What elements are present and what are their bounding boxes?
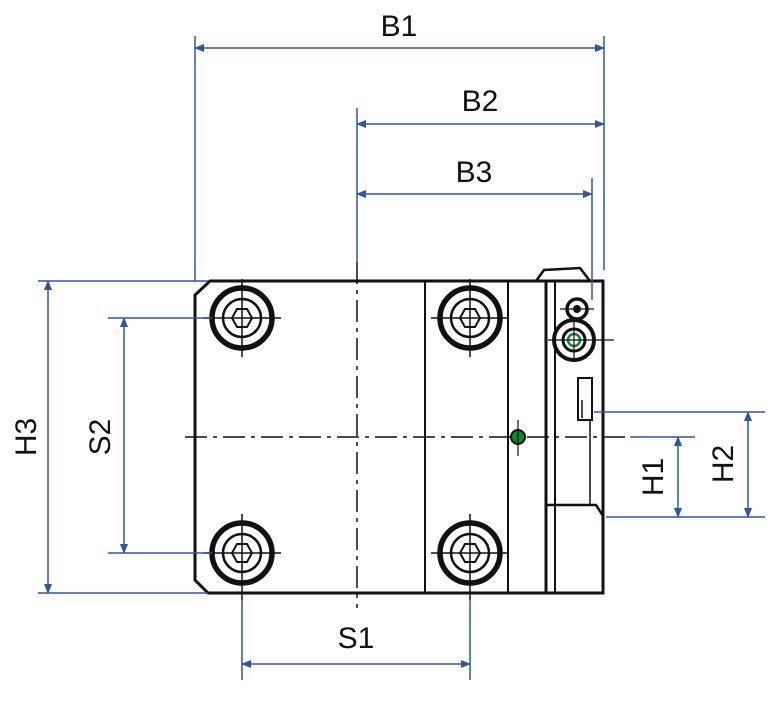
small-fitting-lower — [548, 318, 614, 362]
label-s2: S2 — [84, 419, 117, 456]
label-s1: S1 — [338, 622, 375, 655]
dimension-lines — [38, 36, 765, 680]
center-marker — [510, 420, 526, 456]
label-h2: H2 — [707, 445, 740, 483]
part-body — [193, 266, 605, 595]
bolt-hole-top-right — [431, 279, 509, 357]
bolt-hole-bottom-right — [431, 514, 509, 600]
center-lines — [185, 262, 630, 608]
label-b2: B2 — [462, 85, 499, 118]
clamp-slot — [577, 377, 593, 421]
label-b1: B1 — [381, 10, 418, 43]
clamp-lower-jaw — [546, 503, 605, 517]
label-b3: B3 — [456, 156, 493, 189]
label-h3: H3 — [10, 418, 43, 456]
small-fitting-upper — [560, 297, 594, 321]
label-h1: H1 — [637, 458, 670, 496]
clamp-top-cap — [534, 266, 591, 282]
bolt-hole-top-left — [203, 279, 281, 357]
bolt-hole-bottom-left — [203, 514, 281, 600]
